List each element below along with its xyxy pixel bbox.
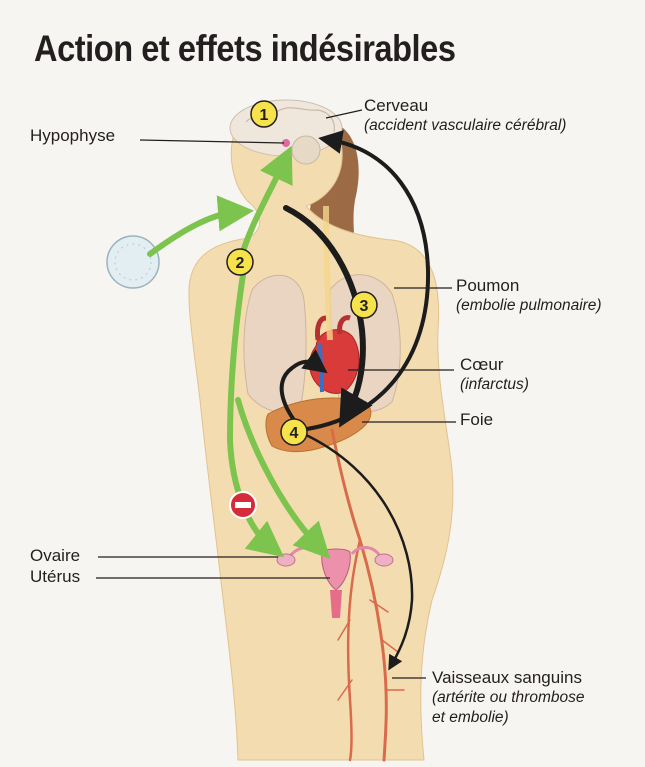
- label-ovaire: Ovaire: [30, 546, 80, 566]
- label-vaisseaux-effect-2: et embolie): [432, 708, 585, 728]
- svg-text:4: 4: [290, 425, 299, 442]
- label-cerveau-name: Cerveau: [364, 96, 428, 115]
- svg-text:2: 2: [236, 255, 245, 272]
- svg-text:3: 3: [360, 298, 369, 315]
- label-cerveau: Cerveau (accident vasculaire cérébral): [364, 96, 566, 136]
- label-coeur-name: Cœur: [460, 355, 503, 374]
- marker-3: 3: [351, 292, 377, 318]
- label-foie: Foie: [460, 410, 493, 430]
- label-foie-name: Foie: [460, 410, 493, 429]
- label-coeur-effect: (infarctus): [460, 375, 529, 395]
- marker-2: 2: [227, 249, 253, 275]
- marker-1: 1: [251, 101, 277, 127]
- label-coeur: Cœur (infarctus): [460, 355, 529, 395]
- label-vaisseaux-name: Vaisseaux sanguins: [432, 668, 582, 687]
- label-cerveau-effect: (accident vasculaire cérébral): [364, 116, 566, 136]
- label-poumon-effect: (embolie pulmonaire): [456, 296, 602, 316]
- label-vaisseaux-effect-1: (artérite ou thrombose: [432, 688, 585, 708]
- label-vaisseaux: Vaisseaux sanguins (artérite ou thrombos…: [432, 668, 585, 728]
- label-poumon: Poumon (embolie pulmonaire): [456, 276, 602, 316]
- label-uterus: Utérus: [30, 567, 80, 587]
- marker-4: 4: [281, 419, 307, 445]
- label-hypophyse: Hypophyse: [30, 126, 115, 146]
- label-uterus-name: Utérus: [30, 567, 80, 586]
- label-hypophyse-name: Hypophyse: [30, 126, 115, 145]
- svg-text:1: 1: [260, 107, 269, 124]
- label-poumon-name: Poumon: [456, 276, 519, 295]
- label-ovaire-name: Ovaire: [30, 546, 80, 565]
